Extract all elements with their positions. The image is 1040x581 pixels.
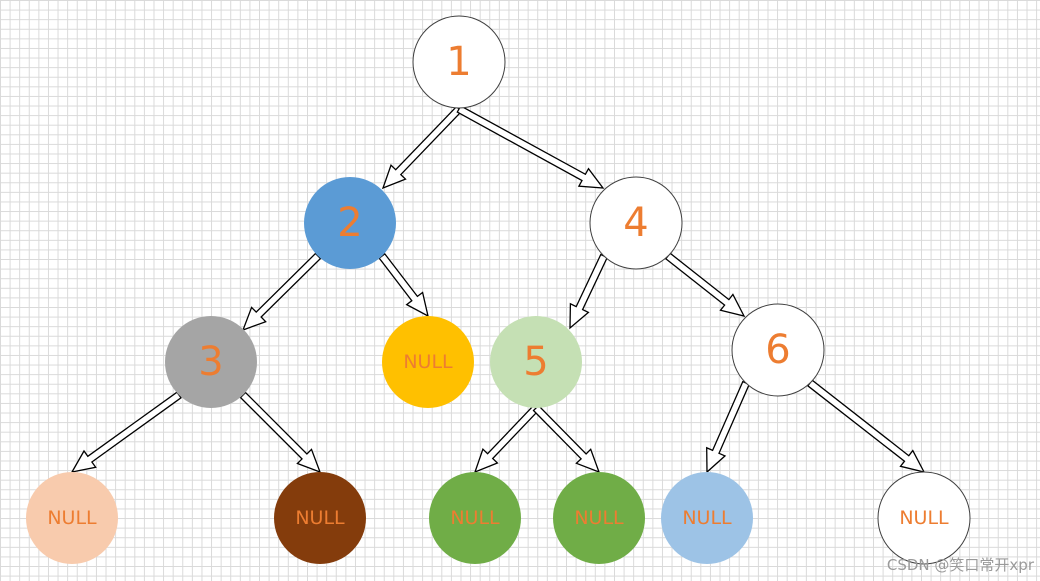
edge-n4-to-n5: [569, 253, 609, 330]
edge-n2-to-null-a: [378, 252, 429, 318]
tree-node-n2: 2: [304, 177, 396, 269]
edge-n1-to-n4: [456, 105, 605, 189]
node-label: NULL: [574, 507, 624, 529]
edge-n5-to-null-e: [532, 404, 601, 474]
node-circle: [553, 472, 645, 564]
watermark: CSDN @笑口常开xpr: [886, 556, 1034, 574]
tree-node-n3: 3: [165, 316, 257, 408]
edge-n3-to-null-b: [70, 391, 182, 473]
edge-n6-to-null-f: [706, 380, 751, 474]
node-label: NULL: [682, 507, 732, 529]
tree-node-null-f: NULL: [661, 472, 753, 564]
edge-n2-to-n3: [241, 252, 322, 332]
node-label: 4: [623, 200, 648, 246]
tree-node-null-d: NULL: [429, 472, 521, 564]
node-circle: [26, 472, 118, 564]
tree-node-null-g: NULL: [877, 471, 971, 565]
node-label: 3: [198, 339, 223, 385]
node-circle: [429, 472, 521, 564]
tree-node-null-e: NULL: [553, 472, 645, 564]
edge-n1-to-n2: [381, 105, 463, 190]
node-label: 2: [337, 200, 362, 246]
edge-n3-to-null-c: [239, 391, 322, 474]
node-circle: [731, 303, 825, 397]
node-label: 6: [765, 327, 790, 373]
edge-n5-to-null-d: [473, 404, 540, 474]
tree-node-null-a: NULL: [382, 316, 474, 408]
tree-node-n6: 6: [731, 303, 825, 397]
node-circle: [661, 472, 753, 564]
tree-node-n5: 5: [490, 316, 582, 408]
node-label: 5: [523, 339, 548, 385]
tree-node-null-c: NULL: [274, 472, 366, 564]
edge-n6-to-null-g: [806, 379, 926, 473]
tree-node-n1: 1: [412, 15, 506, 109]
node-label: NULL: [403, 351, 453, 373]
node-circle: [877, 471, 971, 565]
node-circle: [274, 472, 366, 564]
tree-node-n4: 4: [589, 176, 683, 270]
node-circle: [412, 15, 506, 109]
node-label: 1: [446, 39, 471, 85]
node-circle: [382, 316, 474, 408]
node-label: NULL: [899, 507, 949, 529]
node-label: NULL: [450, 507, 500, 529]
node-circle: [304, 177, 396, 269]
node-circle: [589, 176, 683, 270]
edge-n4-to-n6: [664, 252, 746, 317]
tree-node-null-b: NULL: [26, 472, 118, 564]
node-circle: [490, 316, 582, 408]
node-label: NULL: [295, 507, 345, 529]
node-circle: [165, 316, 257, 408]
node-label: NULL: [47, 507, 97, 529]
edges-layer: [70, 105, 926, 474]
